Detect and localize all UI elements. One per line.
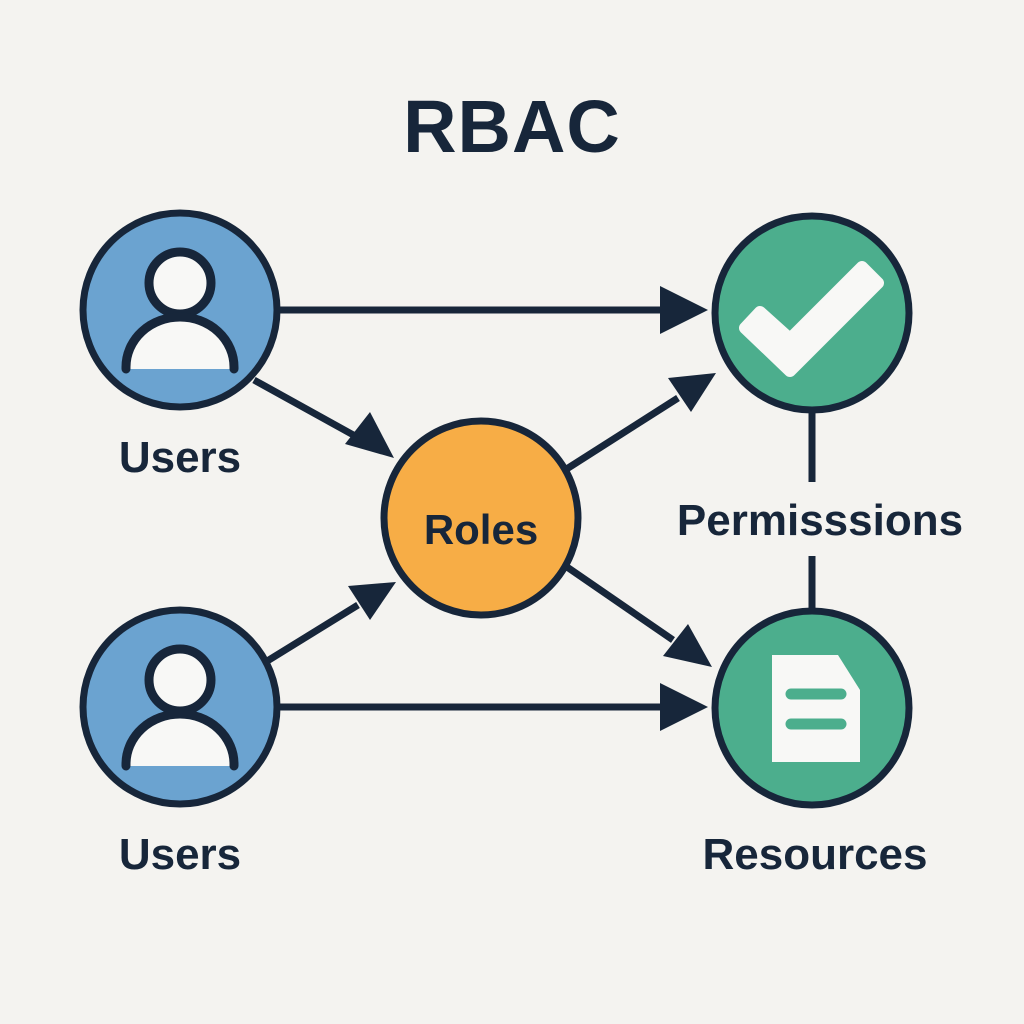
arrowhead-icon bbox=[348, 582, 396, 620]
arrowhead-icon bbox=[345, 412, 394, 458]
roles-label: Roles bbox=[424, 506, 538, 553]
resources-label: Resources bbox=[702, 830, 927, 879]
node-permissions[interactable] bbox=[711, 212, 913, 414]
node-users-top[interactable] bbox=[79, 209, 281, 411]
edge-users-top-to-permissions bbox=[272, 286, 708, 334]
arrowhead-icon bbox=[660, 683, 708, 731]
node-roles[interactable]: Roles bbox=[380, 417, 582, 619]
users-bottom-label: Users bbox=[119, 830, 241, 879]
user-icon bbox=[121, 247, 239, 374]
edge-users-top-to-roles bbox=[252, 376, 394, 458]
page-title: RBAC bbox=[403, 85, 621, 168]
edge-users-bottom-to-roles bbox=[262, 582, 396, 666]
document-icon bbox=[772, 655, 860, 762]
users-top-label: Users bbox=[119, 433, 241, 482]
arrowhead-icon bbox=[663, 624, 712, 667]
arrowhead-icon bbox=[660, 286, 708, 334]
arrowhead-icon bbox=[668, 373, 716, 412]
permissions-label: Permisssions bbox=[677, 496, 963, 545]
roles-circle[interactable] bbox=[380, 417, 582, 619]
node-users-bottom[interactable] bbox=[79, 606, 281, 808]
edge-roles-to-resources bbox=[565, 564, 712, 667]
check-icon bbox=[739, 261, 884, 377]
edge-roles-to-permissions bbox=[563, 373, 716, 473]
node-resources[interactable] bbox=[711, 607, 913, 809]
user-icon bbox=[121, 644, 239, 771]
edge-users-bottom-to-resources bbox=[272, 683, 708, 731]
